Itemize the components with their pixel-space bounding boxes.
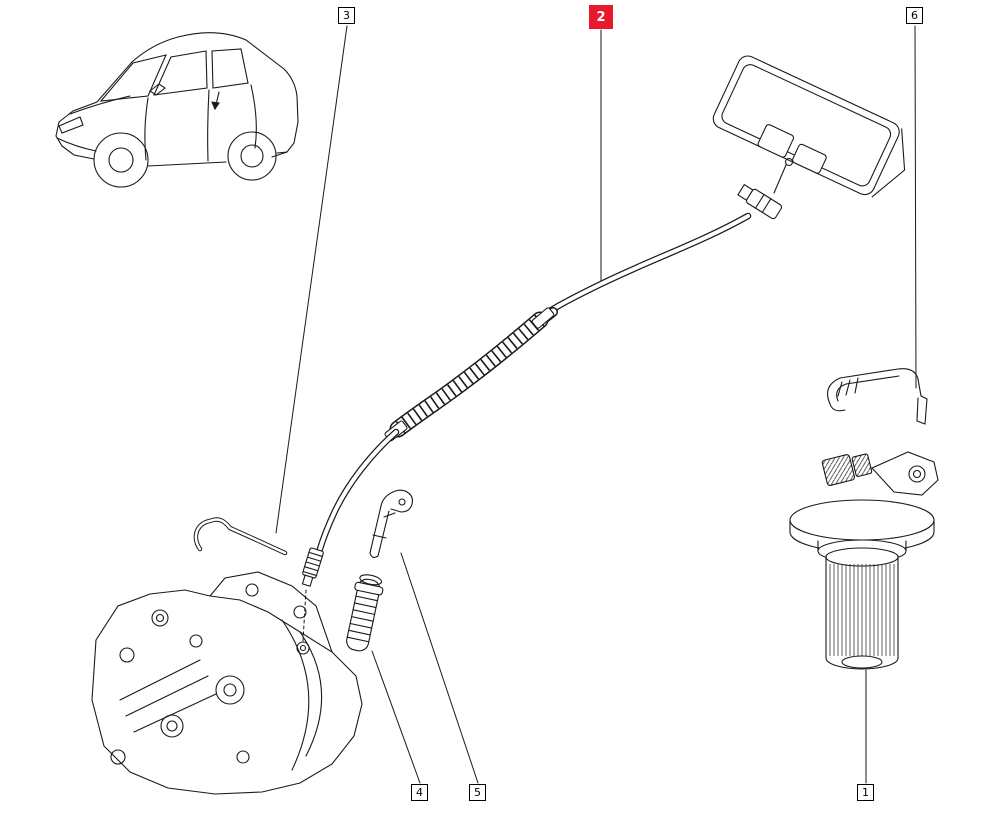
callout-2-label: 2 bbox=[596, 9, 606, 25]
retaining-rod-illustration bbox=[193, 517, 288, 556]
callout-5[interactable]: 5 bbox=[469, 784, 486, 801]
cable-threaded-end bbox=[301, 547, 324, 587]
gearbox-illustration bbox=[91, 571, 363, 795]
instrument-cluster-illustration bbox=[712, 55, 906, 198]
cable-connector bbox=[737, 183, 783, 220]
callout-4[interactable]: 4 bbox=[411, 784, 428, 801]
fork-clip-illustration bbox=[369, 489, 413, 558]
drive-pin-illustration bbox=[346, 574, 384, 652]
callout-4-label: 4 bbox=[416, 786, 423, 799]
speed-sensor-illustration bbox=[789, 451, 939, 670]
car-illustration bbox=[55, 32, 299, 188]
callout-6[interactable]: 6 bbox=[906, 7, 923, 24]
callout-3-label: 3 bbox=[343, 9, 350, 22]
callout-5-label: 5 bbox=[474, 786, 481, 799]
callout-1[interactable]: 1 bbox=[857, 784, 874, 801]
callout-6-label: 6 bbox=[911, 9, 918, 22]
callout-3[interactable]: 3 bbox=[338, 7, 355, 24]
speedometer-cable-illustration bbox=[301, 183, 783, 642]
callout-1-label: 1 bbox=[862, 786, 869, 799]
callout-2[interactable]: 2 bbox=[589, 5, 613, 29]
spring-clip-illustration bbox=[827, 368, 928, 425]
leader-lines bbox=[275, 25, 917, 784]
